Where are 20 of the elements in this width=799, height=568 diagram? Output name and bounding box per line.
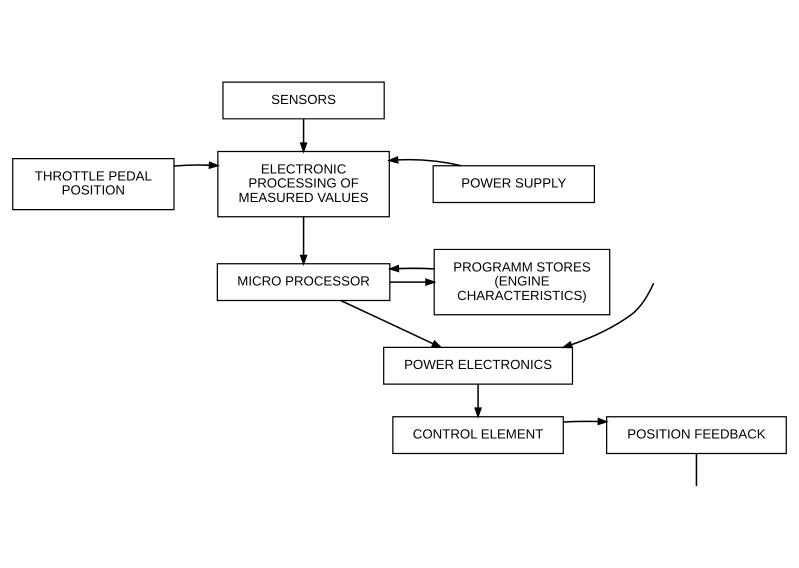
arrow xyxy=(474,384,482,418)
arrow xyxy=(300,118,308,154)
node-box: POWER SUPPLY xyxy=(432,164,596,203)
arrow xyxy=(561,282,654,348)
arrow xyxy=(174,160,220,169)
arrow xyxy=(390,278,436,286)
arrow xyxy=(387,155,461,166)
node-box: SENSORS xyxy=(222,80,385,119)
node-box: CONTROL ELEMENT xyxy=(392,416,564,454)
arrow xyxy=(340,299,443,348)
node-box: ELECTRONIC PROCESSING OF MEASURED VALUES xyxy=(217,150,390,217)
node-box: POWER ELECTRONICS xyxy=(383,346,574,384)
connector xyxy=(696,453,698,486)
node-box: POSITION FEEDBACK xyxy=(606,416,787,454)
node-box: PROGRAMM STORES (ENGINE CHARACTERISTICS) xyxy=(434,248,610,315)
node-box: MICRO PROCESSOR xyxy=(216,262,390,301)
node-box: THROTTLE PEDAL POSITION xyxy=(12,158,175,210)
arrow xyxy=(300,216,308,266)
arrow xyxy=(563,417,609,425)
arrow xyxy=(388,264,434,272)
